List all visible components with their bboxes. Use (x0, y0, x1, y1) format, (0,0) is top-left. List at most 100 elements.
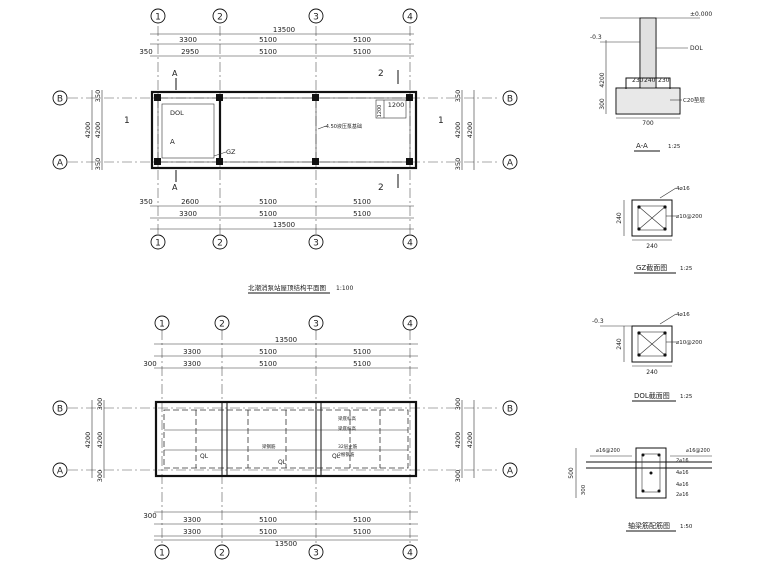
dim-text: 3300 (183, 348, 201, 356)
axis-label: A (57, 467, 64, 477)
dim-text: 5100 (259, 528, 277, 536)
dim-text: 3300 (179, 210, 197, 218)
plan1-scale: 1:100 (336, 285, 353, 292)
axis-label: 1 (155, 13, 161, 23)
dim-text: 5100 (353, 48, 371, 56)
label-a: A (170, 138, 175, 146)
section-scale: 1:25 (680, 394, 693, 400)
dim-text: 300 (454, 398, 462, 410)
axis-label: 4 (407, 13, 413, 23)
dim-text: 300 (143, 360, 156, 368)
dim-text: 3300 (183, 360, 201, 368)
axis-label: 3 (313, 320, 319, 330)
dim-text: 13500 (275, 540, 297, 548)
label-note: 2根钢筋 (338, 451, 355, 458)
section-scale: 1:50 (680, 524, 693, 530)
axis-label: 4 (407, 549, 413, 559)
label-rebar: ⌀16@200 (596, 448, 620, 454)
dim-text: 350 (139, 198, 152, 206)
section-scale: 1:25 (680, 266, 693, 272)
dim-text: 300 (599, 98, 606, 110)
dim-text: 5100 (353, 348, 371, 356)
label-ql: QL (332, 453, 341, 460)
dim-text: 350 (94, 158, 102, 170)
elev-left: -0.3 (590, 34, 602, 41)
section-gz: 4⌀16 ⌀10@200 240 240 GZ截面图 1:25 (616, 186, 703, 274)
section-mark: 2 (378, 183, 384, 193)
label-rebar: ⌀16@200 (686, 448, 710, 454)
dim-text: 4200 (466, 122, 474, 139)
dim-text: 240 (644, 77, 656, 84)
axis-label: 1 (159, 320, 165, 330)
axis-label: 4 (407, 320, 413, 330)
label-ql: QL (200, 453, 209, 460)
dim-text: 5100 (259, 516, 277, 524)
dim-text: 350 (454, 158, 462, 170)
label-note: 32层主筋 (338, 443, 358, 450)
label-note: -4.50液压泵基础 (324, 123, 362, 130)
dim-text: 240 (646, 243, 658, 250)
dim-text: 300 (143, 512, 156, 520)
dim-text: 5100 (353, 198, 371, 206)
dim-text: 4200 (84, 432, 92, 449)
axis-label: B (507, 405, 513, 415)
dim-text: 4200 (599, 72, 606, 87)
axis-label: 3 (313, 549, 319, 559)
dim-text: 5100 (353, 528, 371, 536)
label-note: 梁底标高 (338, 425, 356, 432)
dim-text: 3300 (183, 516, 201, 524)
dim-text: 350 (94, 90, 102, 102)
dim-text: 240 (616, 338, 623, 350)
dim-text: 5100 (259, 48, 277, 56)
axis-label: 2 (217, 13, 223, 23)
label-gz: GZ (226, 148, 236, 156)
dim-text: 230 (632, 77, 644, 84)
label-rebar: 2⌀16 (676, 492, 689, 498)
dim-text: 5100 (259, 348, 277, 356)
dim-text: 13500 (273, 221, 295, 229)
label-stirrup: ⌀10@200 (676, 340, 703, 346)
dim-text: 350 (139, 48, 152, 56)
axis-label: 3 (313, 13, 319, 23)
dim-text: 4200 (454, 122, 462, 139)
axis-label: B (507, 95, 513, 105)
dim-text: 4200 (96, 432, 104, 449)
axis-label: 4 (407, 239, 413, 249)
dim-text: 3300 (183, 528, 201, 536)
label-rebar: 4⌀16 (676, 312, 690, 318)
dim-text: 300 (581, 484, 587, 495)
section-dol: -0.3 4⌀16 ⌀10@200 240 240 DOL截面图 1:25 (592, 312, 703, 402)
section-scale: 1:25 (668, 144, 681, 150)
section-mark: 1 (124, 116, 130, 126)
dim-text: 500 (568, 467, 575, 479)
dim-text: 4200 (94, 122, 102, 139)
dim-text: 4200 (466, 432, 474, 449)
dim-text: 1200 (388, 101, 405, 109)
roof-structure-plan: 1 2 3 4 1 2 3 4 B A B A 13500 3300 5100 … (52, 8, 518, 294)
label-fill: C20垫层 (683, 96, 705, 104)
dim-text: 5100 (353, 36, 371, 44)
dim-text: 300 (96, 398, 104, 410)
label-note: 梁钢筋 (262, 443, 276, 450)
section-mark: A (172, 183, 178, 192)
dim-text: 1200 (377, 105, 383, 118)
axis-label: B (57, 405, 63, 415)
section-title: DOL截面图 (634, 391, 670, 400)
dim-text: 2950 (181, 48, 199, 56)
dim-text: 5100 (259, 210, 277, 218)
section-mark: 2 (378, 69, 384, 79)
label-rebar: 4⌀16 (676, 470, 689, 476)
dim-text: 5100 (259, 198, 277, 206)
axis-label: A (507, 159, 514, 169)
axis-label: 2 (219, 549, 225, 559)
label-rebar: 4⌀16 (676, 482, 689, 488)
dim-text: 230 (658, 77, 670, 84)
axis-label: A (57, 159, 64, 169)
dim-text: 2600 (181, 198, 199, 206)
label-dol: DOL (170, 109, 184, 117)
dim-text: 300 (96, 470, 104, 482)
plan1-title: 北潮消泵站屋顶结构平面图 (248, 283, 326, 292)
label-ql: QL (278, 459, 287, 466)
dim-text: 5100 (259, 36, 277, 44)
